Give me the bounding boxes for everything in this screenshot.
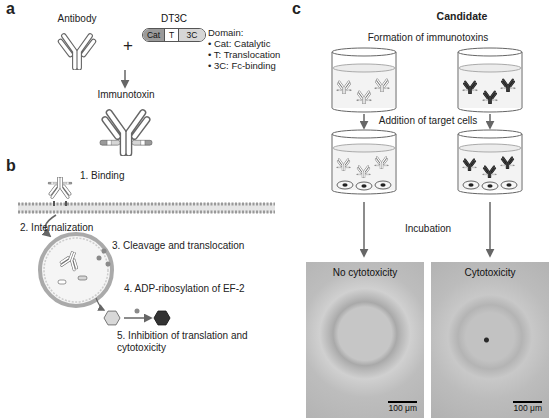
beaker bbox=[458, 48, 522, 112]
node-text: Cytotoxicity bbox=[464, 267, 515, 279]
target-cells bbox=[337, 181, 517, 190]
step-label: 2. Internalization bbox=[20, 222, 93, 234]
domain-pill: DT3CCatT3C bbox=[142, 28, 206, 42]
catalytic-fragment bbox=[97, 256, 102, 261]
legend-heading: Domain: bbox=[208, 28, 243, 39]
panel-letter: b bbox=[6, 157, 16, 175]
catalytic-domain: Cat bbox=[143, 29, 165, 41]
part-label: Antibody bbox=[58, 13, 97, 25]
endosome bbox=[40, 234, 112, 306]
bound-immunotoxin bbox=[48, 178, 72, 197]
ef2-hexagon bbox=[104, 311, 120, 325]
translocation-domain: T bbox=[165, 29, 179, 41]
endosomal-immunotoxin bbox=[60, 250, 81, 271]
step-label: 5. Inhibition of translation and cytotox… bbox=[117, 330, 257, 353]
node-text: Cat bbox=[143, 29, 164, 41]
step-label: Addition of target cells bbox=[379, 115, 477, 127]
node-text: No cytotoxicity bbox=[333, 267, 397, 279]
immunotoxin-icon bbox=[100, 113, 153, 154]
step-label: 4. ADP-ribosylation of EF-2 bbox=[124, 283, 245, 295]
catalytic-fragment bbox=[102, 249, 107, 254]
scale-bar-label: 100 μm bbox=[388, 401, 417, 414]
catalytic-fragment bbox=[135, 309, 140, 314]
step-label: Incubation bbox=[405, 223, 451, 235]
arrow bbox=[489, 114, 491, 128]
arrow bbox=[96, 298, 104, 310]
step-label: 1. Binding bbox=[80, 170, 124, 182]
fragment bbox=[58, 280, 66, 284]
node-text: DT3C bbox=[161, 13, 187, 25]
scale-bar-label: 100 μm bbox=[513, 401, 542, 414]
part-label: Immunotoxin bbox=[97, 89, 154, 101]
domain-key: • 3C: Fc-binding bbox=[208, 61, 276, 72]
arrow bbox=[363, 114, 365, 128]
beaker bbox=[458, 130, 522, 194]
group-heading: Candidate bbox=[437, 10, 488, 22]
arrow bbox=[363, 202, 365, 256]
micrograph-panel: No cytotoxicity 100 μm bbox=[306, 262, 424, 418]
antibody-icon bbox=[61, 36, 94, 68]
node-text: T bbox=[165, 29, 178, 41]
beaker bbox=[332, 130, 396, 194]
plus-sign: + bbox=[123, 36, 133, 56]
step-label: 3. Cleavage and translocation bbox=[112, 240, 244, 252]
arrow bbox=[489, 202, 491, 256]
fragment bbox=[78, 276, 87, 280]
beaker bbox=[332, 48, 396, 112]
cell-membrane bbox=[18, 203, 275, 213]
arrow bbox=[124, 317, 151, 319]
panel-letter: a bbox=[6, 0, 15, 18]
panel-letter: c bbox=[292, 0, 301, 18]
fc-binding-domain: 3C bbox=[179, 29, 205, 41]
receptor bbox=[53, 201, 55, 206]
micrograph-panel: Cytotoxicity 100 μm bbox=[431, 262, 549, 418]
node-text: 3C bbox=[179, 29, 205, 41]
catalytic-fragment bbox=[106, 262, 111, 267]
receptor bbox=[65, 201, 67, 206]
ribosylated-ef2-hexagon bbox=[154, 311, 170, 325]
step-label: Formation of immunotoxins bbox=[368, 32, 489, 44]
arrow bbox=[124, 70, 126, 87]
domain-key: • T: Translocation bbox=[208, 50, 280, 61]
domain-key: • Cat: Catalytic bbox=[208, 39, 270, 50]
